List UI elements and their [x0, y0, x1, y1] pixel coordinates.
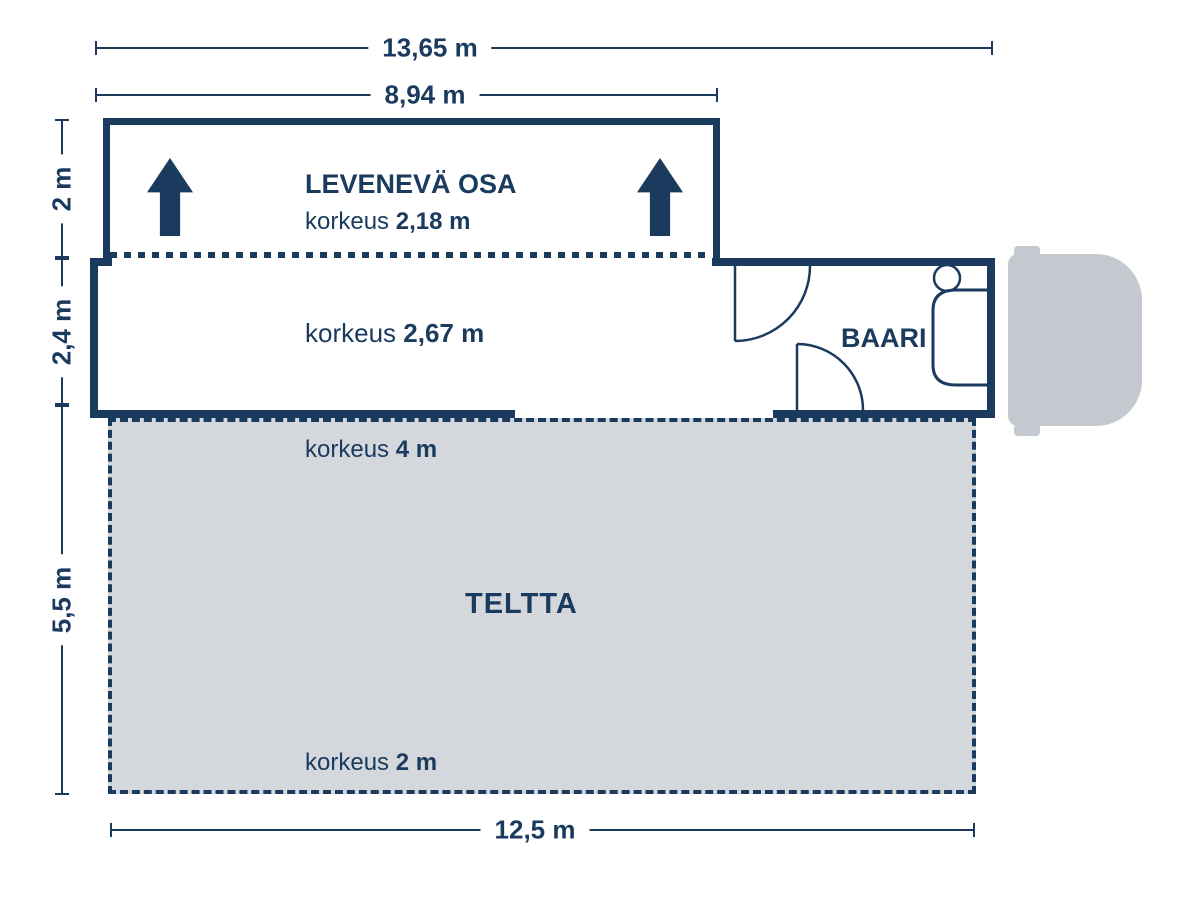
dimension-tent-width-label: 12,5 m — [480, 814, 590, 846]
trailer-opening-to-tent — [515, 410, 773, 418]
bar-fixtures — [733, 263, 994, 411]
trailer-wall-top-right — [712, 258, 995, 266]
dimension-line — [95, 47, 993, 49]
height-value: 2,18 m — [395, 208, 471, 235]
height-value: 4 m — [395, 436, 438, 463]
door-swing-arc — [734, 265, 812, 343]
dimension-expanding-depth-label: 2 m — [46, 154, 78, 223]
bar-counter-outline — [931, 288, 994, 387]
dimension-tent-width: 12,5 m — [110, 814, 975, 846]
dimension-tick — [110, 823, 112, 837]
height-value: 2,67 m — [403, 318, 485, 348]
korkeus-text: korkeus — [305, 318, 397, 348]
height-value: 2 m — [395, 749, 438, 776]
truck-mirror — [1014, 424, 1040, 436]
dimension-total-width: 13,65 m — [95, 32, 993, 64]
tent-area — [108, 418, 976, 794]
dimension-tick — [55, 119, 69, 121]
dimension-trailer-depth: 2,4 m — [46, 258, 78, 405]
dimension-tick — [55, 258, 69, 260]
korkeus-text: korkeus — [305, 436, 390, 463]
dimension-tick — [55, 403, 69, 405]
trailer-height: korkeus 2,67 m — [305, 318, 484, 349]
dimension-tick — [55, 793, 69, 795]
dimension-tick — [95, 88, 97, 102]
dimension-tent-depth-label: 5,5 m — [46, 554, 78, 646]
dimension-expanding-depth: 2 m — [46, 119, 78, 258]
dimension-tick — [991, 41, 993, 55]
dimension-tick — [716, 88, 718, 102]
dimension-tick — [55, 256, 69, 258]
dimension-tick — [95, 41, 97, 55]
dimension-tent-depth: 5,5 m — [46, 405, 78, 795]
bar-title: BAARI — [841, 323, 927, 353]
expanding-section — [103, 118, 720, 258]
expanding-section-height: korkeus 2,18 m — [305, 208, 470, 237]
tent-back-height: korkeus 2 m — [305, 749, 437, 778]
korkeus-text: korkeus — [305, 208, 390, 235]
dimension-total-width-label: 13,65 m — [368, 32, 492, 64]
dimension-tick — [973, 823, 975, 837]
dimension-tick — [55, 405, 69, 407]
truck-cab — [1008, 254, 1142, 426]
door-swing-arc — [796, 342, 865, 411]
tent-title: TELTTA — [465, 588, 578, 620]
sink-icon — [932, 263, 962, 293]
dimension-trailer-depth-label: 2,4 m — [46, 286, 78, 377]
trailer-wall-top-left — [90, 258, 112, 266]
expanding-section-title: LEVENEVÄ OSA — [305, 169, 517, 199]
dimension-expanding-width: 8,94 m — [95, 79, 718, 111]
tent-front-height: korkeus 4 m — [305, 436, 437, 465]
korkeus-text: korkeus — [305, 749, 390, 776]
dimension-expanding-width-label: 8,94 m — [370, 79, 480, 111]
slide-out-boundary-dotted-line — [110, 252, 712, 258]
